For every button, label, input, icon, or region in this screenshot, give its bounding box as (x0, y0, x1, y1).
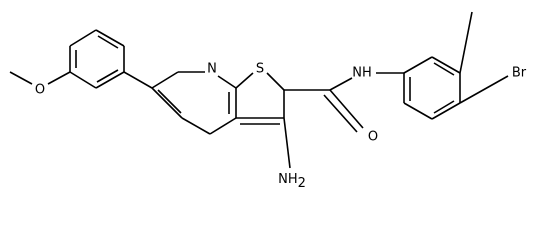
bond-2 (47, 71, 71, 85)
bond-40 (433, 100, 455, 114)
atom-label-methoxy-o: O (35, 83, 45, 98)
bond-17 (209, 117, 237, 135)
bond-18 (181, 117, 211, 135)
bond-5 (95, 29, 125, 47)
atom-labels: O N S NH2 NH O Br (35, 62, 527, 191)
bond-30 (329, 89, 364, 129)
bond-29 (329, 77, 353, 91)
atom-label-amide-nh: NH (352, 66, 372, 81)
amino-subscript: 2 (298, 176, 306, 191)
bond-lines (9, 11, 509, 169)
bond-10 (97, 35, 119, 49)
atom-label-thiophene-s: S (256, 62, 264, 77)
amino-symbol: NH (278, 172, 298, 187)
bond-7 (95, 71, 125, 89)
bond-12 (123, 71, 153, 89)
bond-42 (459, 11, 473, 74)
bond-37 (403, 102, 433, 120)
atom-label-carbonyl-o: O (368, 130, 378, 145)
bond-1 (9, 71, 33, 85)
bond-4 (69, 29, 97, 47)
bond-8 (69, 71, 97, 89)
bond-20 (157, 89, 182, 114)
bond-19 (151, 87, 183, 119)
molecule-structure-diagram: O N S NH2 NH O Br (9, 11, 527, 191)
bond-11 (96, 69, 119, 83)
bond-33 (403, 56, 433, 74)
bond-31 (323, 94, 358, 133)
bond-43 (459, 75, 509, 104)
atom-label-bromo: Br (512, 66, 527, 81)
bond-15 (217, 75, 237, 89)
atom-label-pyridine-n: N (207, 62, 217, 77)
bond-39 (433, 62, 455, 76)
bond-22 (235, 72, 254, 89)
bond-34 (431, 56, 461, 74)
atom-label-amino: NH2 (278, 172, 306, 191)
bond-13 (151, 71, 179, 89)
bond-27 (283, 117, 291, 169)
bond-36 (431, 102, 461, 120)
bond-23 (266, 72, 285, 91)
